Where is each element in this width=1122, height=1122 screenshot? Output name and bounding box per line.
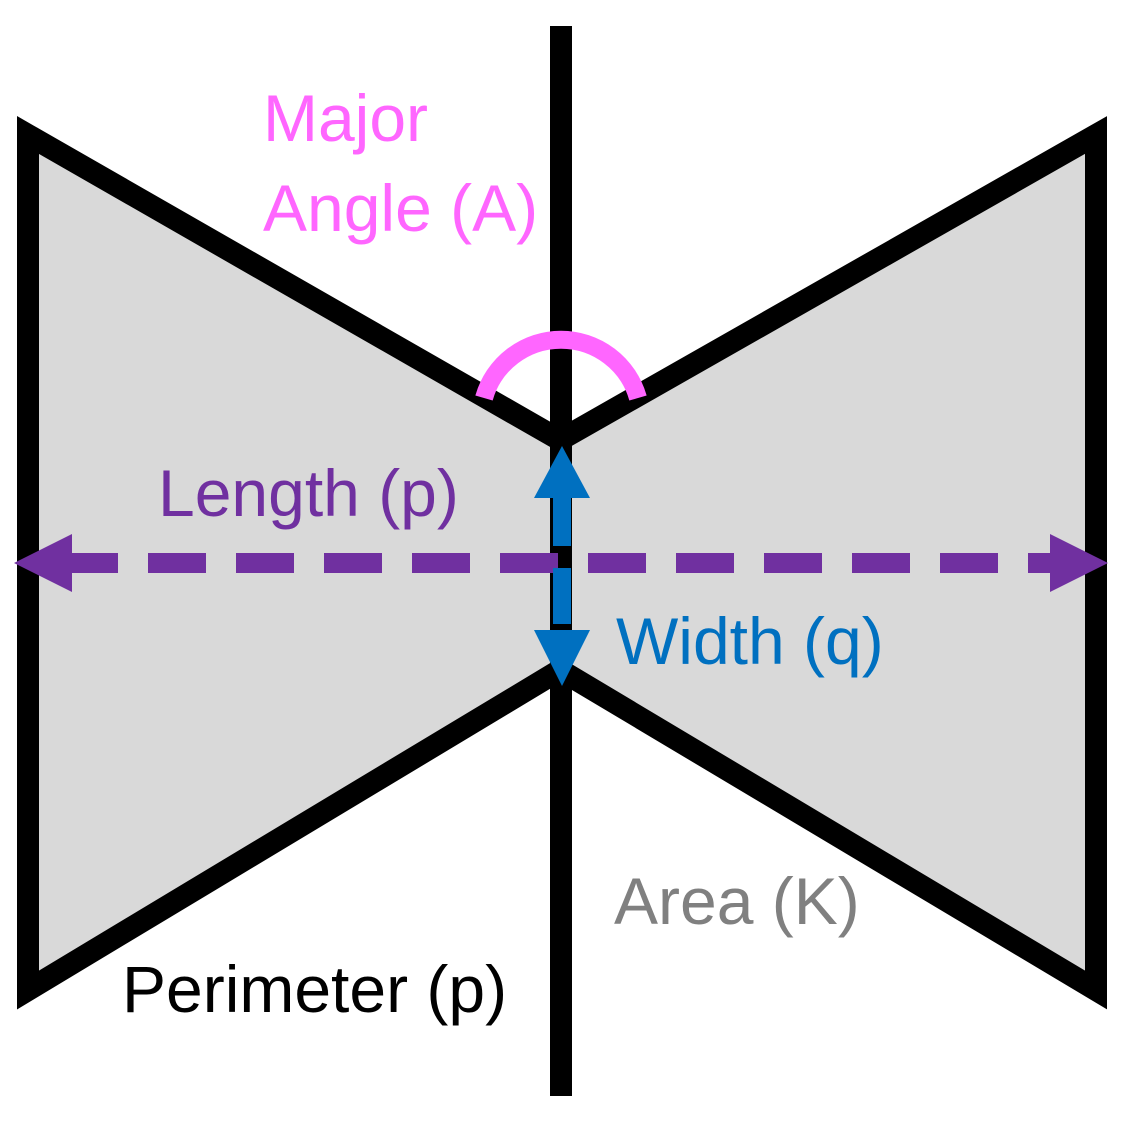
width-arrowhead-bottom	[534, 630, 590, 686]
width-label: Width (q)	[616, 604, 884, 678]
perimeter-label: Perimeter (p)	[122, 952, 507, 1026]
width-arrowhead-top	[534, 446, 590, 498]
length-arrowhead-right	[1050, 534, 1108, 592]
area-label: Area (K)	[614, 864, 860, 938]
major-angle-label-line2: Angle (A)	[263, 171, 538, 245]
major-angle-arc	[475, 330, 647, 401]
length-label: Length (p)	[158, 456, 459, 530]
major-angle-label-line1: Major	[263, 81, 428, 155]
length-arrowhead-left	[14, 534, 72, 592]
